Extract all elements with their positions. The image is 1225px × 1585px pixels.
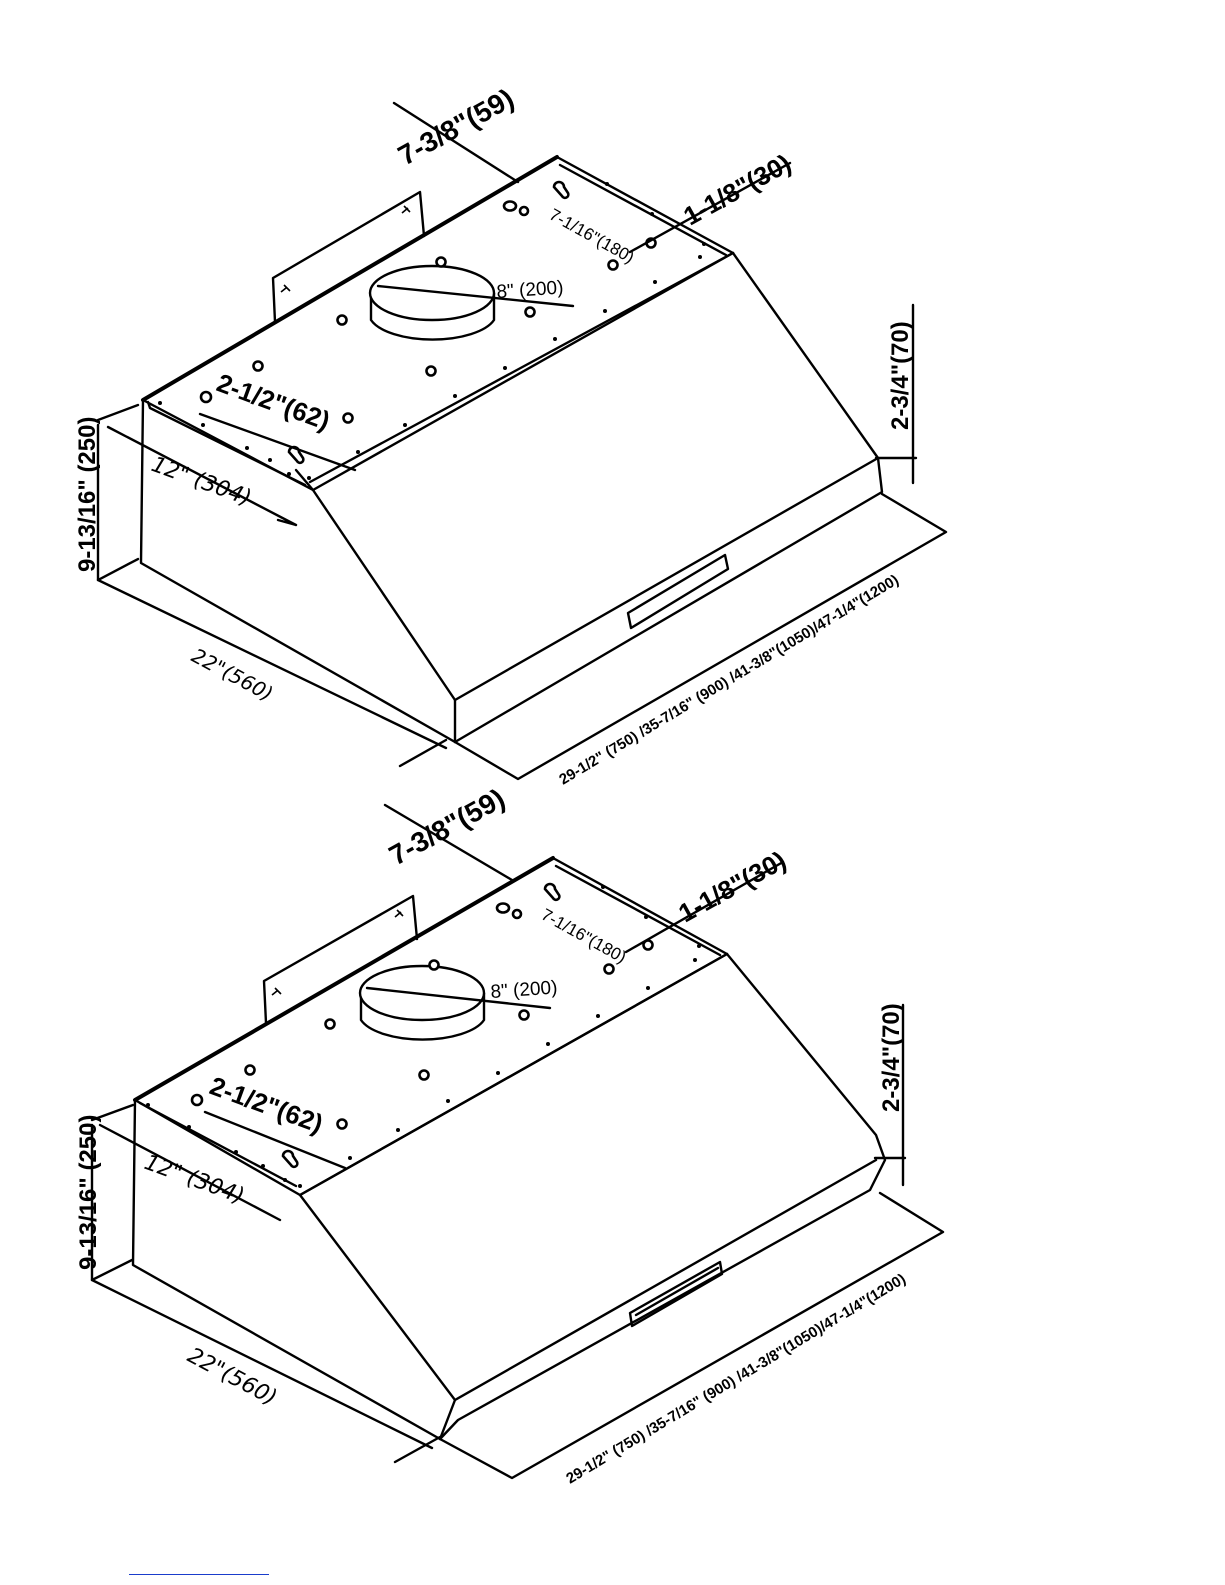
duct-collar bbox=[358, 964, 486, 1041]
hood-top-rear-edge bbox=[141, 155, 559, 402]
mounting-bracket bbox=[262, 894, 419, 1025]
hood-left-side bbox=[139, 398, 457, 744]
dim-duct-label: 8" (200) bbox=[496, 277, 564, 303]
hood-right-front bbox=[438, 952, 887, 1441]
dim-slot-label: 2-1/2"(62) bbox=[206, 1070, 327, 1138]
dim-height-label: 9-13/16" (250) bbox=[75, 1115, 102, 1270]
light-panel bbox=[626, 553, 730, 630]
light-panel bbox=[628, 1260, 724, 1328]
hood-drawing-top: 7-3/8"(59) 1-1/8"(30) 7-1/16"(180) 8" (2… bbox=[74, 83, 948, 789]
rivet-dots bbox=[158, 182, 706, 480]
hood-left-side bbox=[131, 1098, 442, 1441]
mounting-holes bbox=[190, 882, 654, 1169]
hood-top-rear-edge bbox=[133, 856, 555, 1102]
dim-offset-label: 7-3/8"(59) bbox=[384, 783, 510, 872]
dim-depth-top-label: 12" (304) bbox=[141, 1150, 248, 1209]
dimension-lines bbox=[96, 101, 948, 781]
hood-front-slope bbox=[311, 488, 457, 744]
mounting-holes bbox=[199, 180, 657, 465]
dim-front-height-label: 2-3/4"(70) bbox=[887, 321, 914, 430]
hood-drawing-bottom: 7-3/8"(59) 1-1/8"(30) 7-1/16"(180) 8" (2… bbox=[75, 783, 945, 1488]
rivet-dots bbox=[146, 885, 701, 1188]
hood-top-panel bbox=[141, 155, 735, 492]
dim-rear-label: 7-1/16"(180) bbox=[538, 905, 629, 967]
dim-screw-label: 1-1/8"(30) bbox=[673, 845, 791, 928]
dim-duct-label: 8" (200) bbox=[490, 977, 558, 1003]
dim-width-label: 29-1/2" (750) /35-7/16" (900) /41-3/8"(1… bbox=[556, 572, 901, 789]
mounting-bracket bbox=[271, 190, 426, 324]
footer-link-underline bbox=[129, 1574, 269, 1575]
dim-depth-label: 22"(560) bbox=[183, 1343, 281, 1411]
hood-right-front bbox=[453, 251, 884, 744]
dimension-lines bbox=[90, 803, 945, 1480]
dim-depth-label: 22"(560) bbox=[188, 643, 277, 706]
dim-width-label: 29-1/2" (750) /35-7/16" (900) /41-3/8"(1… bbox=[563, 1271, 908, 1488]
duct-collar bbox=[368, 264, 496, 341]
dim-rear-label: 7-1/16"(180) bbox=[546, 205, 637, 267]
dim-screw-label: 1-1/8"(30) bbox=[678, 148, 796, 231]
dim-front-height-label: 2-3/4"(70) bbox=[878, 1003, 905, 1112]
dim-height-label: 9-13/16" (250) bbox=[74, 417, 101, 572]
dim-depth-top-label: 12" (304) bbox=[148, 452, 255, 511]
dim-offset-label: 7-3/8"(59) bbox=[393, 83, 519, 172]
